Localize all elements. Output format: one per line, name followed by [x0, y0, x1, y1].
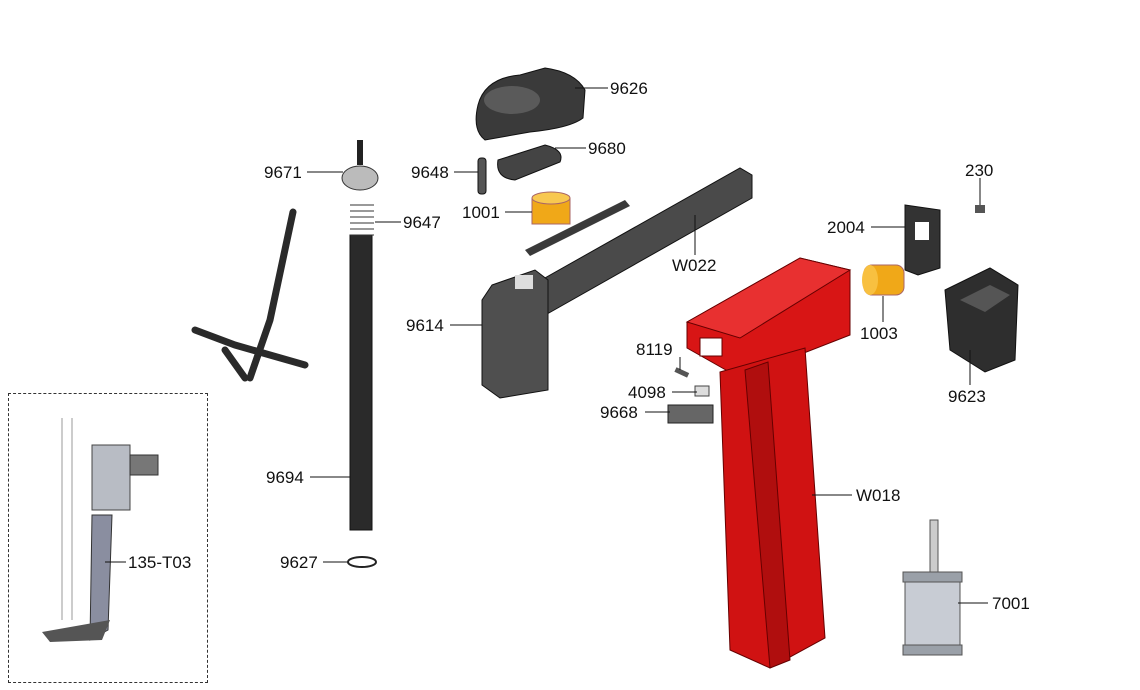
leader-lines [105, 87, 988, 604]
label-9680: 9680 [588, 139, 626, 158]
label-9623: 9623 [948, 387, 986, 406]
part-9668-bracket [667, 404, 714, 424]
part-230-screw [975, 205, 985, 213]
label-W022: W022 [672, 256, 717, 275]
label-9614: 9614 [406, 316, 444, 335]
part-9647-spring [350, 204, 374, 236]
label-9694: 9694 [266, 468, 304, 487]
label-2004: 2004 [827, 218, 865, 237]
label-135-T03: 135-T03 [128, 553, 192, 572]
part-9671-knob [341, 140, 379, 191]
label-9627: 9627 [280, 553, 318, 572]
part-lever [191, 208, 309, 382]
part-4098-sleeve [694, 385, 710, 397]
label-1003: 1003 [860, 324, 898, 343]
part-9680-plate [497, 144, 562, 181]
label-8119: 8119 [636, 340, 673, 359]
inset-box [8, 393, 208, 683]
label-9647: 9647 [403, 213, 441, 232]
label-7001: 7001 [992, 594, 1030, 613]
part-9627-washer [347, 556, 377, 568]
part-rod [525, 200, 630, 256]
part-7001-cylinder [902, 519, 963, 656]
label-9668: 9668 [600, 403, 638, 422]
label-9626: 9626 [610, 79, 648, 98]
part-8119-pin [674, 367, 690, 378]
label-230: 230 [965, 161, 994, 180]
label-9671: 9671 [264, 163, 302, 182]
part-9626-cover [475, 67, 586, 141]
label-W018: W018 [856, 486, 901, 505]
part-9623-housing [944, 267, 1019, 373]
label-4098: 4098 [628, 383, 666, 402]
part-9694-post [349, 234, 373, 531]
part-1001-bushing [531, 191, 571, 225]
part-1003-bushing [862, 264, 905, 296]
inset-assembly-drawing [42, 418, 159, 642]
label-9648: 9648 [411, 163, 449, 182]
part-W018-frame [685, 257, 852, 669]
part-9614-clamp [481, 269, 549, 399]
label-1001: 1001 [462, 203, 500, 222]
part-9648-pin [477, 157, 487, 195]
